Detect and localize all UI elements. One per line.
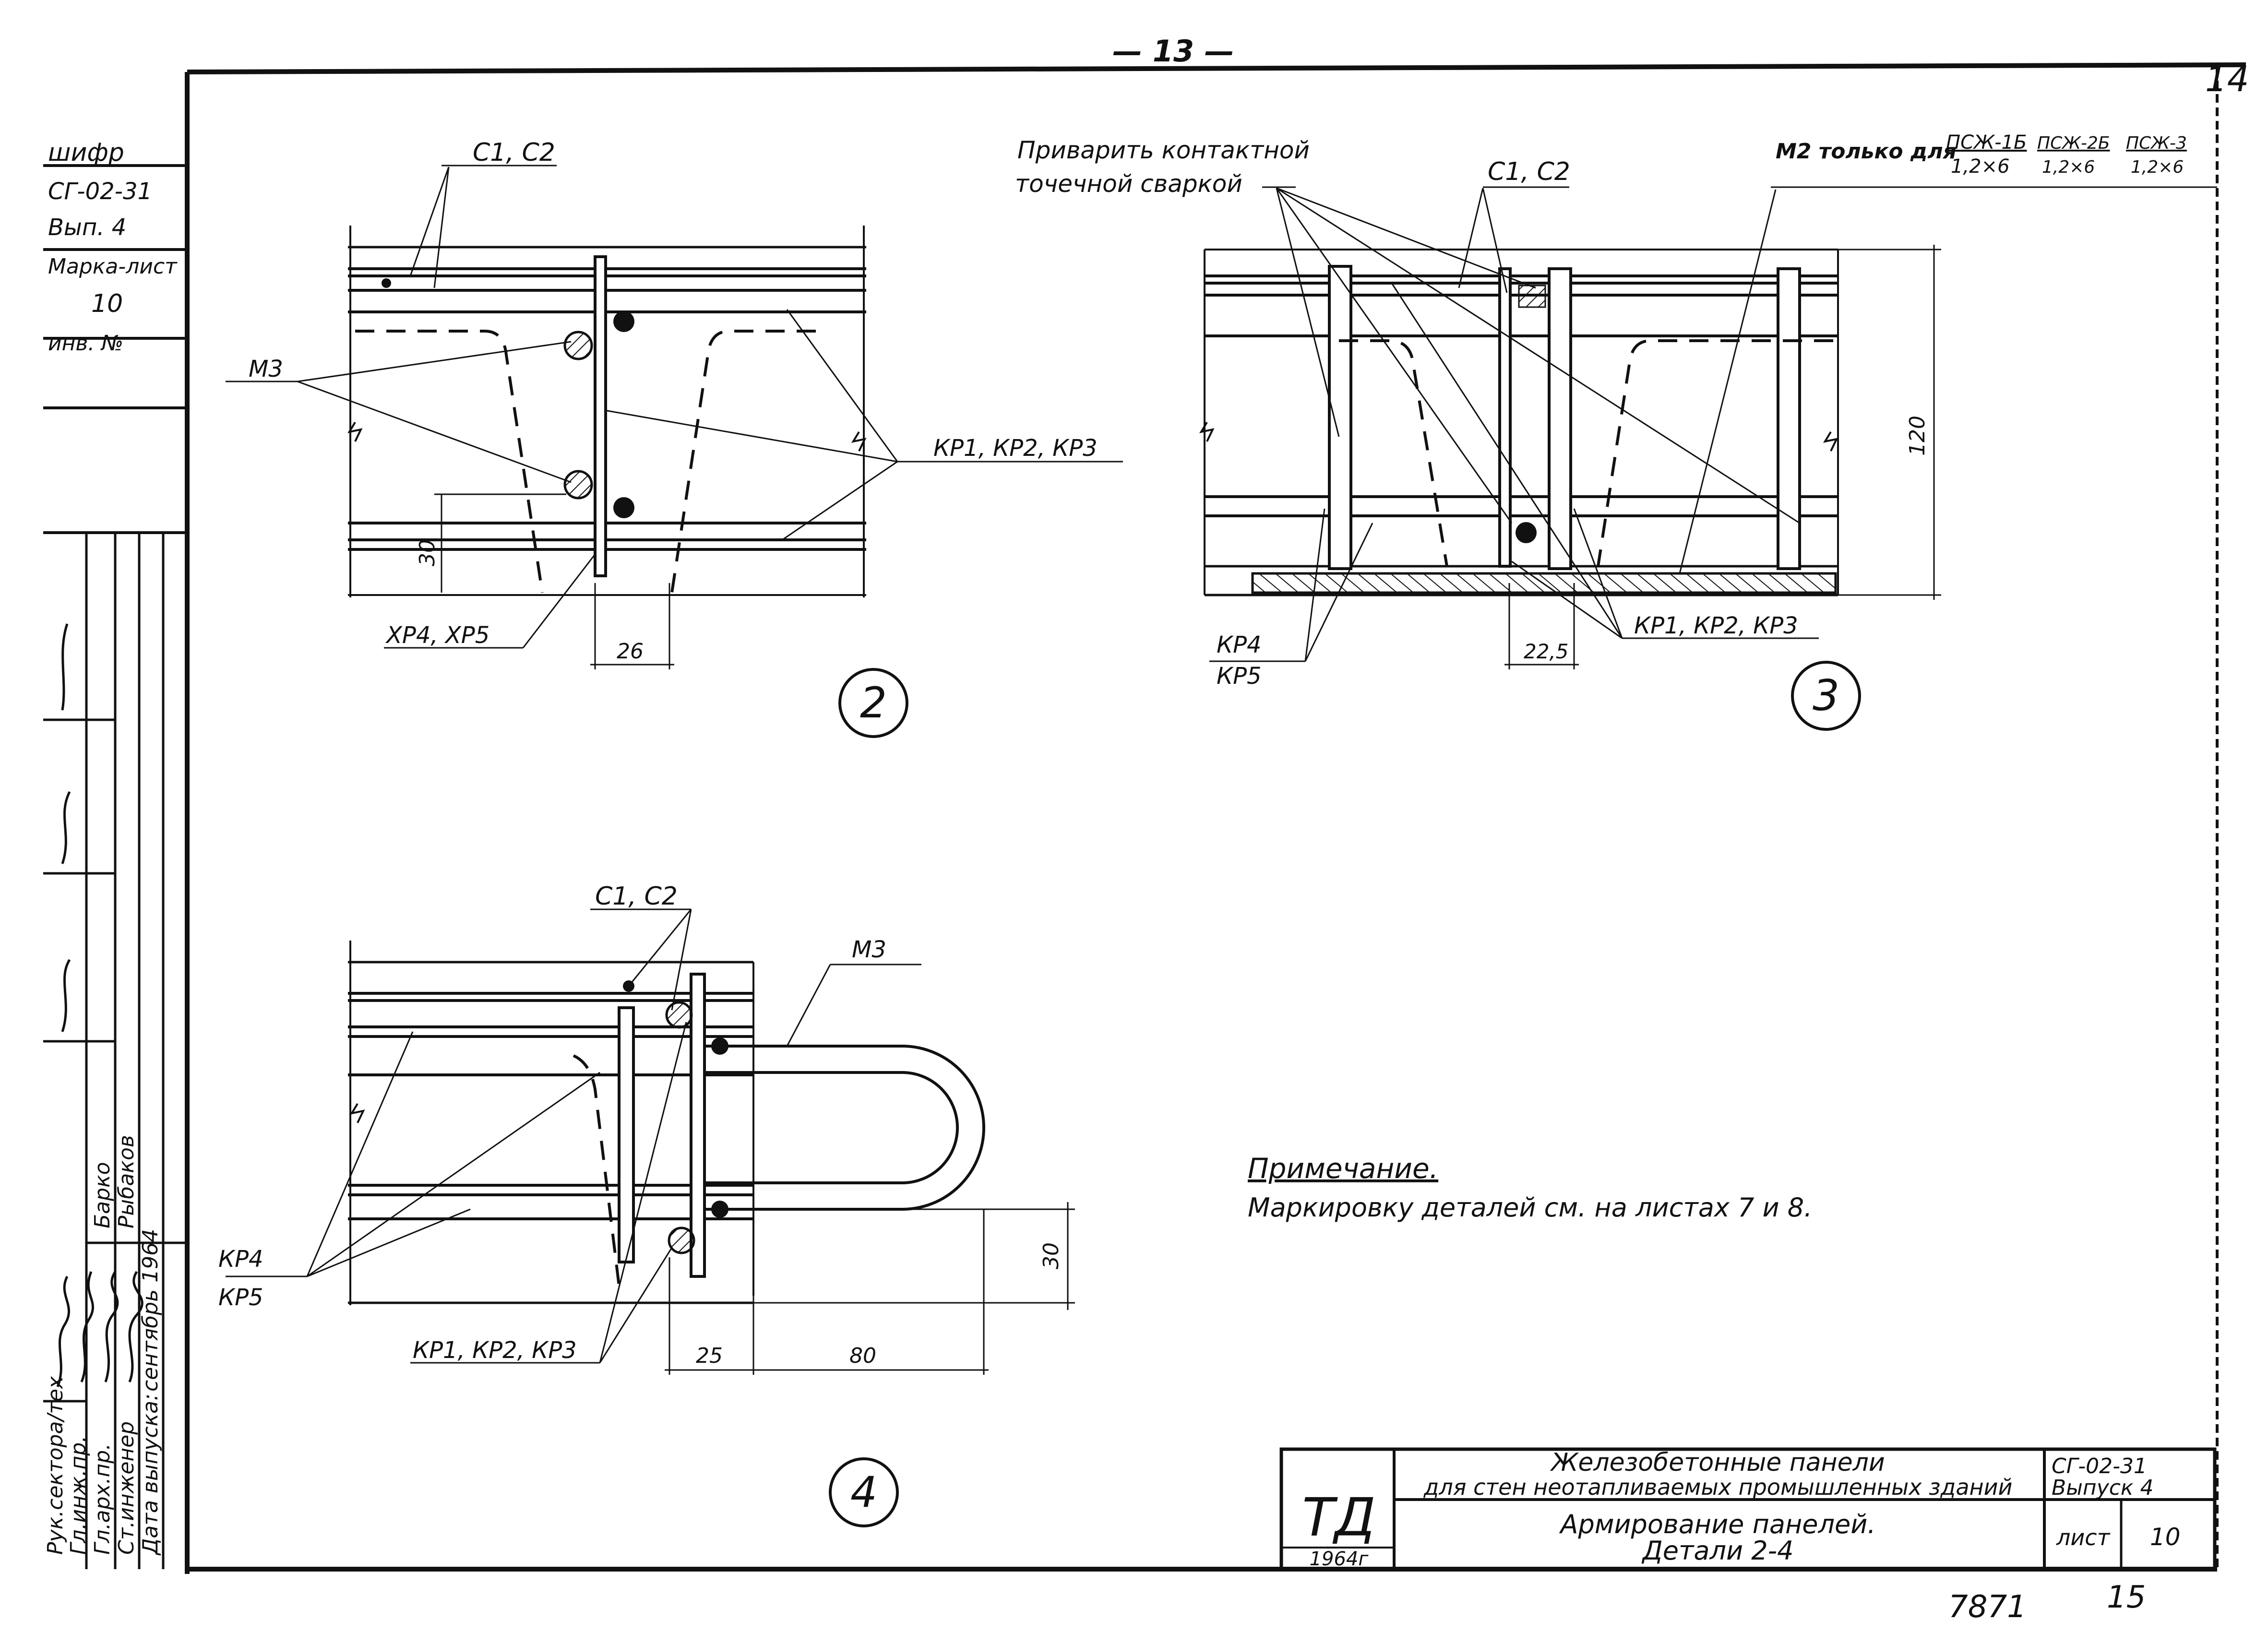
d3-label-kp: КР1, КР2, КР3 <box>1634 612 1798 639</box>
d2-dim-26: 26 <box>617 639 644 664</box>
handwritten-signatures <box>56 623 143 1387</box>
title-block-frame <box>1279 1447 2217 1571</box>
title-year: 1964г <box>1310 1548 1369 1570</box>
detail-4-drawing <box>348 941 985 1305</box>
title-sheet: 10 <box>2150 1523 2181 1551</box>
d3-m2-note: М2 только для <box>1776 139 1957 164</box>
stamp-issue: Вып. 4 <box>48 214 126 241</box>
note-text: Маркировку деталей см. на листах 7 и 8. <box>1248 1192 1812 1223</box>
detail-4-marker <box>829 1457 899 1527</box>
sign-name-2: Рыбаков <box>114 1135 139 1228</box>
title-issue: Выпуск 4 <box>2052 1476 2153 1500</box>
detail-4-leaders <box>226 908 1075 1375</box>
detail-3-bars-section <box>1516 285 1546 543</box>
d4-label-kp: КР1, КР2, КР3 <box>413 1337 577 1364</box>
title-line-1: Железобетонные панели <box>1550 1448 1885 1477</box>
detail-3-marker <box>1791 661 1861 731</box>
sheet-corner-number: 14 <box>2205 59 2249 99</box>
detail-2-marker <box>838 668 908 738</box>
d3-frac1-num: ПСЖ-1Б <box>1946 131 2027 154</box>
d3-label-kp4: КР4 <box>1217 631 1262 658</box>
d4-label-kp5: КР5 <box>218 1284 263 1311</box>
bottom-page: 15 <box>2107 1580 2146 1615</box>
d3-label-c1c2: С1, С2 <box>1488 157 1570 186</box>
sheet-frame <box>185 62 2246 1574</box>
d3-frac2-num: ПСЖ-2Б <box>2037 133 2110 153</box>
stamp-cipher: СГ-02-31 <box>48 178 152 205</box>
detail-3-leaders <box>1209 186 2217 669</box>
d3-number: 3 <box>1813 671 1839 720</box>
sign-date: сентябрь 1964 <box>138 1229 163 1392</box>
d3-weld-note-2: точечной сваркой <box>1015 170 1242 198</box>
stamp-inv-label: инв. № <box>48 331 123 356</box>
stamp-mark-sheet-label: Марка-лист <box>48 254 178 279</box>
d4-dim-25: 25 <box>696 1344 723 1368</box>
sign-role-5: Дата выпуска: <box>138 1394 163 1556</box>
note-title: Примечание. <box>1248 1152 1438 1185</box>
detail-3-drawing <box>1199 249 1839 596</box>
d2-number: 2 <box>860 678 887 727</box>
d3-frac2-den: 1,2×6 <box>2042 157 2095 177</box>
sign-role-3: Гл.арх.пр. <box>90 1443 115 1555</box>
sign-role-2: Гл.инж.пр. <box>66 1436 91 1555</box>
d2-label-m3: М3 <box>249 356 283 382</box>
d4-dim-80: 80 <box>849 1344 876 1368</box>
d4-label-m3: М3 <box>852 936 886 963</box>
d3-label-kp5: КР5 <box>1217 663 1262 690</box>
d2-label-c1c2: С1, С2 <box>473 138 555 167</box>
bottom-number: 7871 <box>1948 1589 2027 1625</box>
detail-2-leaders <box>226 165 1123 669</box>
d3-dim-120: 120 <box>1905 416 1930 456</box>
d2-dim-30: 30 <box>415 539 440 566</box>
d4-label-c1c2: С1, С2 <box>595 882 678 911</box>
d3-weld-note-1: Приварить контактной <box>1017 136 1310 164</box>
d3-frac3-den: 1,2×6 <box>2131 157 2184 177</box>
detail-3-plate <box>1251 572 1837 594</box>
subtitle-line-2: Детали 2-4 <box>1642 1536 1794 1566</box>
detail-2-drawing <box>347 226 867 597</box>
title-sheet-label: лист <box>2056 1525 2111 1550</box>
subtitle-line-1: Армирование панелей. <box>1559 1509 1876 1539</box>
d4-label-kp4: КР4 <box>218 1246 263 1273</box>
title-line-2: для стен неотапливаемых промышленных зда… <box>1423 1474 2013 1500</box>
d3-frac3-num: ПСЖ-3 <box>2126 133 2187 153</box>
d2-label-xp: ХР4, ХР5 <box>385 622 489 649</box>
title-series: СГ-02-31 <box>2052 1454 2147 1478</box>
d3-frac1-den: 1,2×6 <box>1951 155 2010 178</box>
d2-label-kp: КР1, КР2, КР3 <box>933 435 1098 462</box>
sign-role-1: Рук.сектора/тех <box>43 1376 68 1555</box>
stamp-cipher-label: шифр <box>48 138 124 167</box>
stamp-mark-sheet: 10 <box>91 289 123 318</box>
title-logo: ТД <box>1302 1487 1375 1548</box>
page-number: — 13 — <box>1112 34 1234 69</box>
sign-name-1: Барко <box>90 1162 115 1228</box>
detail-2-bars-section <box>382 278 634 518</box>
d3-dim-225: 22,5 <box>1524 640 1569 663</box>
d4-number: 4 <box>850 1467 877 1517</box>
sign-role-4: Ст.инженер <box>114 1421 139 1555</box>
detail-4-bars-section <box>623 980 728 1254</box>
d4-dim-30: 30 <box>1039 1242 1063 1269</box>
left-stamp <box>43 164 187 1569</box>
